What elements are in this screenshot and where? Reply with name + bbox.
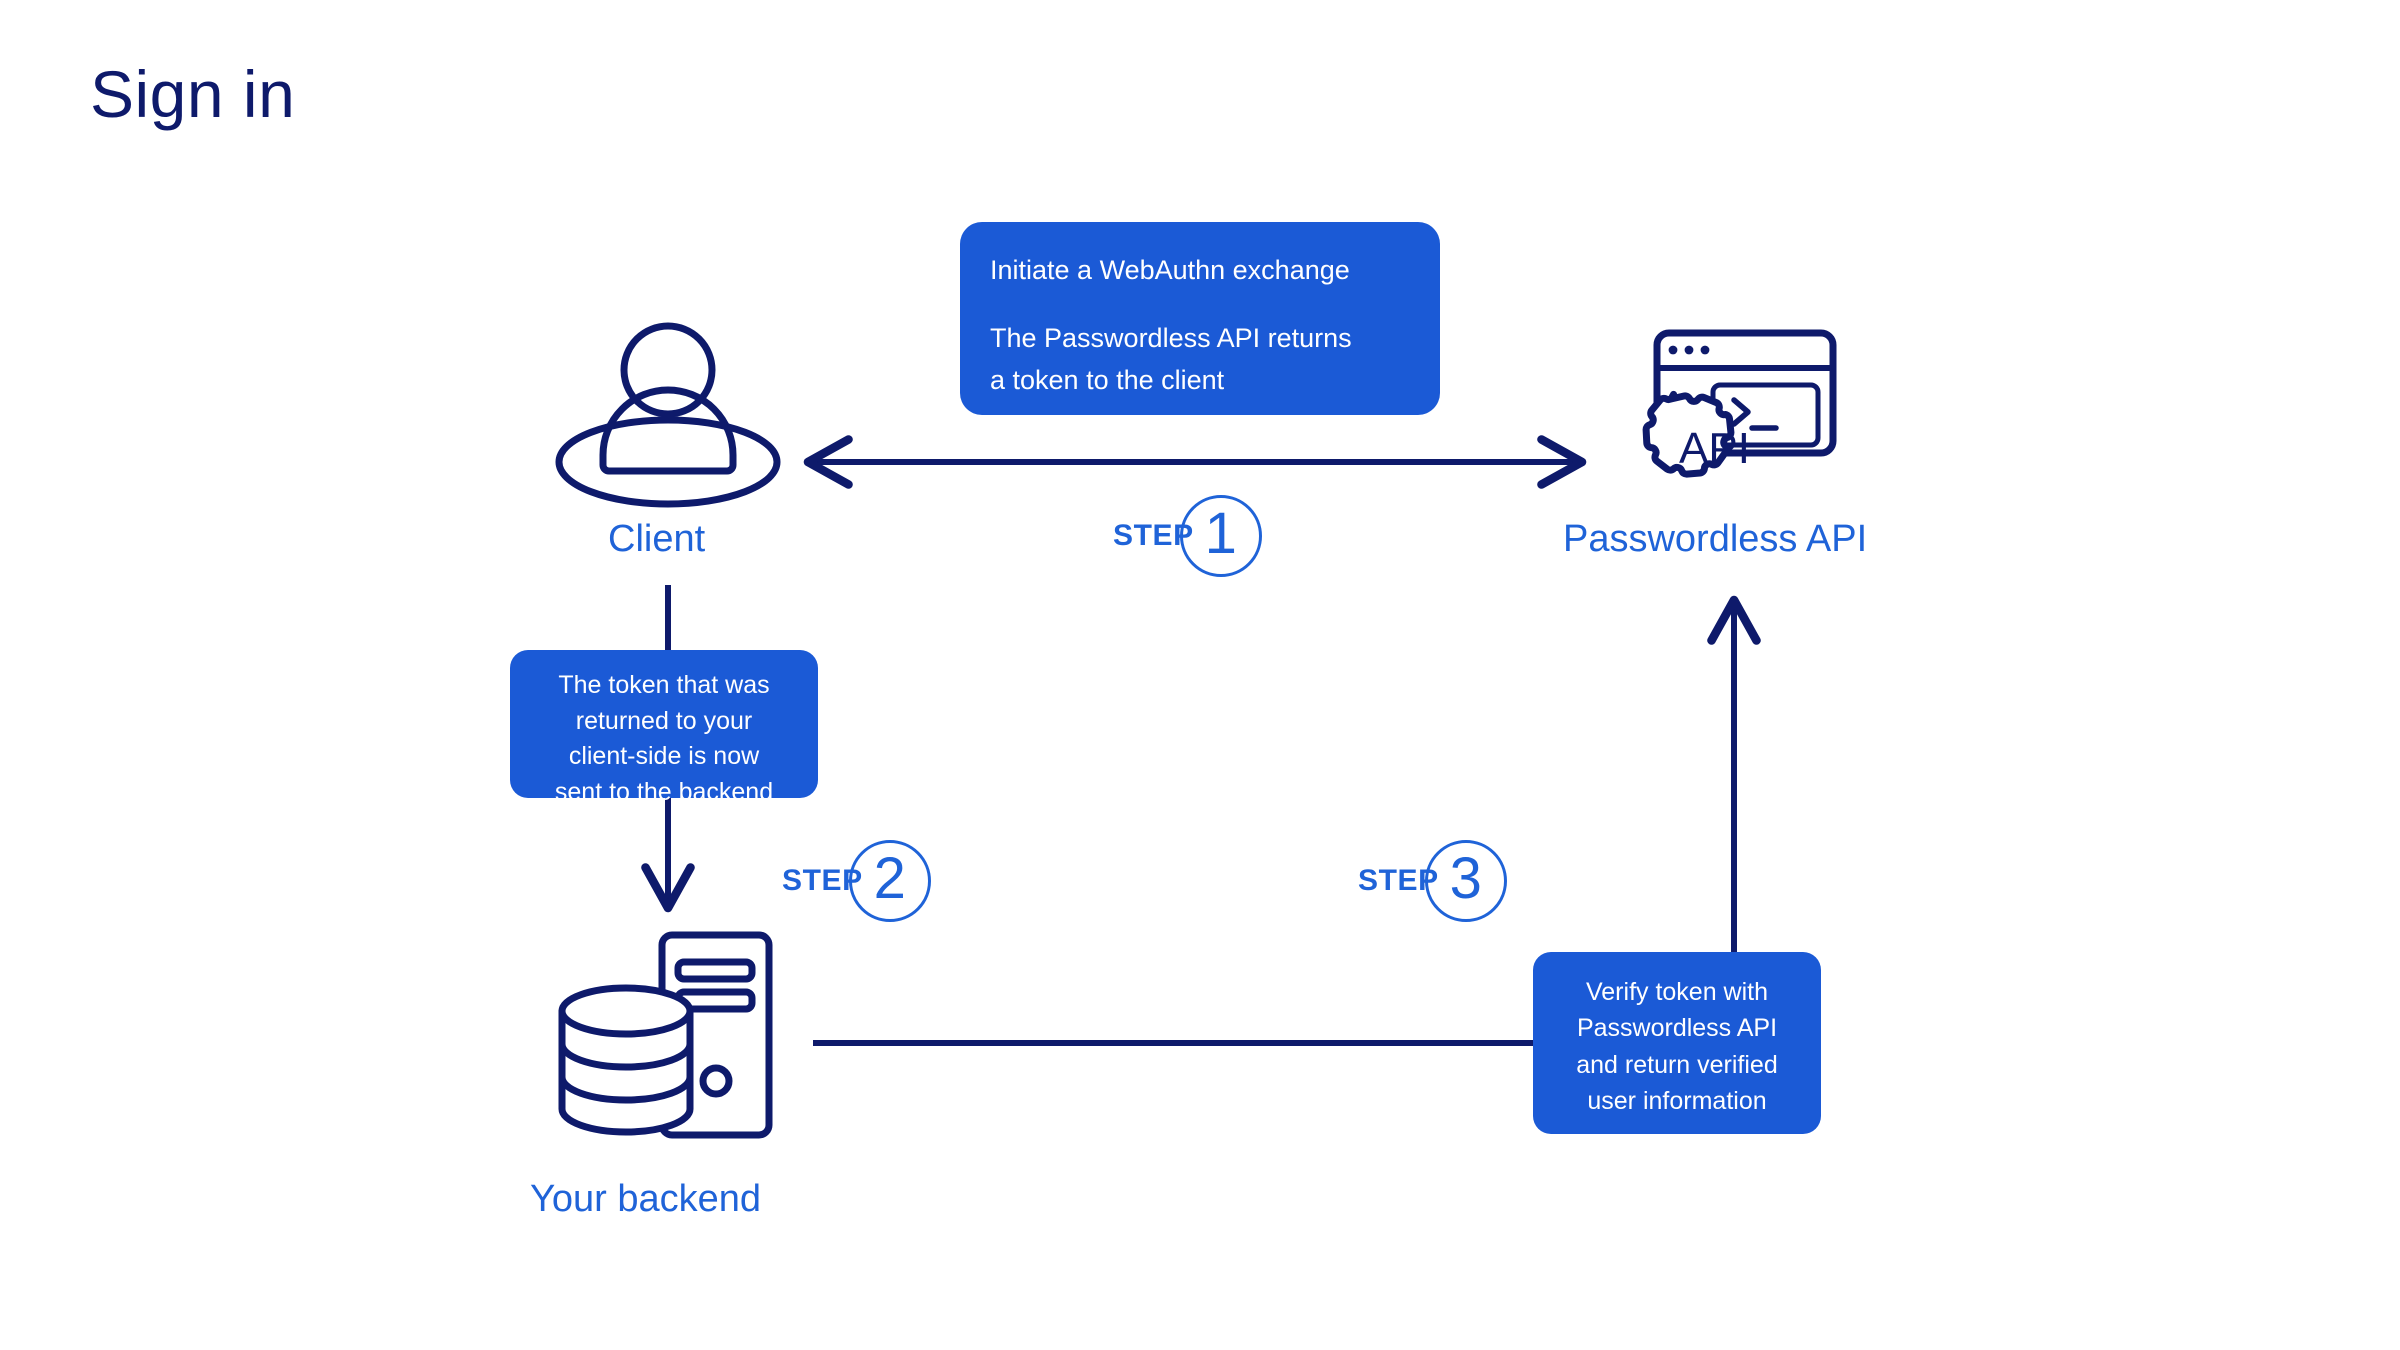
node-label-client: Client — [608, 518, 706, 560]
step-3-circle: 3 — [1424, 840, 1507, 922]
step-3-word: STEP — [1358, 864, 1439, 897]
callout-step2-line4: sent to the backend — [554, 777, 774, 806]
callout-step3-line4: user information — [1587, 1086, 1767, 1115]
step-2-number: 2 — [873, 846, 906, 911]
callout-step3-line2: Passwordless API — [1576, 1014, 1778, 1043]
api-gear-browser-icon: API — [1642, 329, 1837, 478]
api-gear-text: API — [1679, 424, 1750, 473]
node-label-backend: Your backend — [530, 1178, 762, 1220]
step-2-circle: 2 — [848, 840, 931, 922]
callout-step2-line1: The token that was — [558, 671, 770, 699]
callout-step-2: The token that was returned to your clie… — [510, 650, 818, 806]
step-1-word: STEP — [1113, 519, 1194, 552]
step-1-number: 1 — [1204, 501, 1237, 566]
callout-step2-line3: client-side is now — [568, 742, 760, 770]
callout-step-1: Initiate a WebAuthn exchange The Passwor… — [960, 222, 1440, 415]
step-badge-2: STEP 2 — [782, 835, 931, 927]
browser-dots-icon — [1668, 345, 1710, 355]
callout-step3-line3: and return verified — [1576, 1050, 1778, 1079]
callout-step1-line1: Initiate a WebAuthn exchange — [990, 255, 1350, 285]
gear-shape — [1642, 390, 1735, 478]
callout-step3-line1: Verify token with — [1585, 978, 1769, 1006]
callout-step1-line2: The Passwordless API returns — [990, 322, 1352, 353]
callout-step1-line3: a token to the client — [990, 364, 1225, 395]
database-server-icon — [558, 931, 773, 1139]
callout-step2-line2: returned to your — [575, 706, 753, 735]
callout-step-3: Verify token with Passwordless API and r… — [1533, 952, 1821, 1134]
page-title: Sign in — [90, 57, 296, 131]
step-badge-1: STEP 1 — [1113, 490, 1262, 582]
step-1-circle: 1 — [1179, 495, 1262, 577]
node-label-passwordless-api: Passwordless API — [1563, 518, 1868, 560]
step-badge-3: STEP 3 — [1358, 835, 1507, 927]
callout-spacer — [990, 292, 1410, 318]
step-3-number: 3 — [1449, 846, 1482, 911]
user-avatar-icon — [555, 322, 781, 508]
step-2-word: STEP — [782, 864, 863, 897]
